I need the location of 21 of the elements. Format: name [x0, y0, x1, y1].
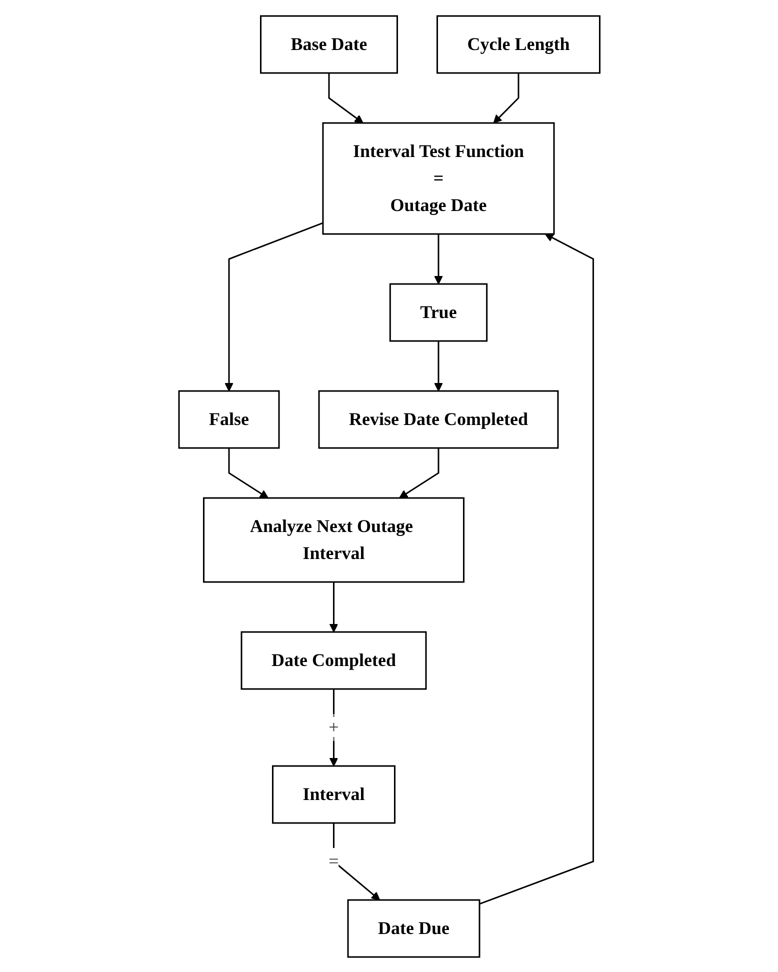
- arrow: [478, 233, 594, 904]
- node-box: False: [178, 390, 280, 448]
- node-box: Interval Test Function = Outage Date: [322, 122, 554, 234]
- node-box: Date Completed: [240, 630, 426, 690]
- arrow: [492, 72, 519, 123]
- arrow: [328, 582, 338, 632]
- arrow: [224, 222, 323, 391]
- arrow: [328, 72, 364, 123]
- edge-label: +: [328, 716, 338, 736]
- arrow: [228, 448, 268, 498]
- edge-label: =: [328, 850, 338, 870]
- node-box: Revise Date Completed: [318, 390, 558, 448]
- arrow: [434, 340, 442, 391]
- arrow: [398, 448, 439, 498]
- node-box: Base Date: [260, 14, 398, 74]
- node-box: Cycle Length: [436, 14, 600, 74]
- node-box: Analyze Next Outage Interval: [202, 496, 464, 582]
- node-box: Date Due: [346, 898, 480, 958]
- arrow: [434, 234, 442, 284]
- node-box: Interval: [272, 764, 396, 824]
- node-box: True: [389, 282, 488, 342]
